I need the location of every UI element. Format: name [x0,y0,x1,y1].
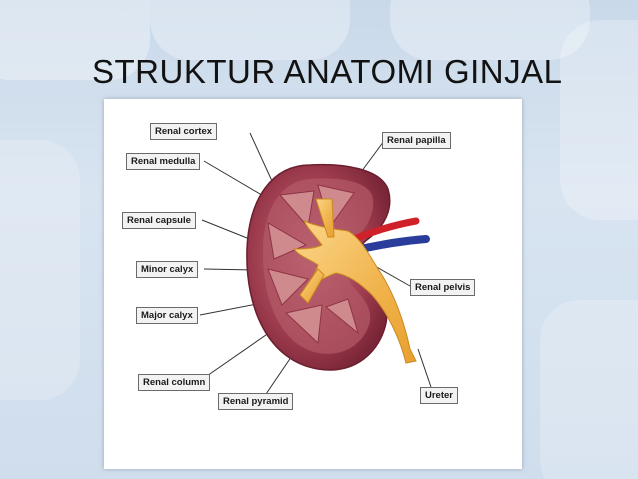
label-minor-calyx: Minor calyx [136,261,199,278]
label-ureter: Ureter [420,387,458,404]
label-renal-pelvis: Renal pelvis [410,279,476,296]
background-shape [390,0,590,60]
background-shape [0,0,150,80]
renal-pyramids [267,184,359,345]
label-renal-medulla: Renal medulla [126,153,201,170]
label-renal-pyramid: Renal pyramid [218,393,294,410]
background-shape [150,0,350,60]
kidney-diagram [199,132,433,398]
label-renal-column: Renal column [138,374,211,391]
label-renal-papilla: Renal papilla [382,132,451,149]
renal-vessels [350,217,430,253]
background-shape [540,300,638,479]
background-shape [560,20,638,220]
slide-title: STRUKTUR ANATOMI GINJAL [92,53,563,90]
kidney-figure: Renal cortex Renal papilla Renal medulla… [104,99,522,469]
label-renal-capsule: Renal capsule [122,212,196,229]
label-renal-cortex: Renal cortex [150,123,218,140]
label-major-calyx: Major calyx [136,307,198,324]
renal-pelvis-shape [292,198,417,364]
background-shape [0,140,80,400]
